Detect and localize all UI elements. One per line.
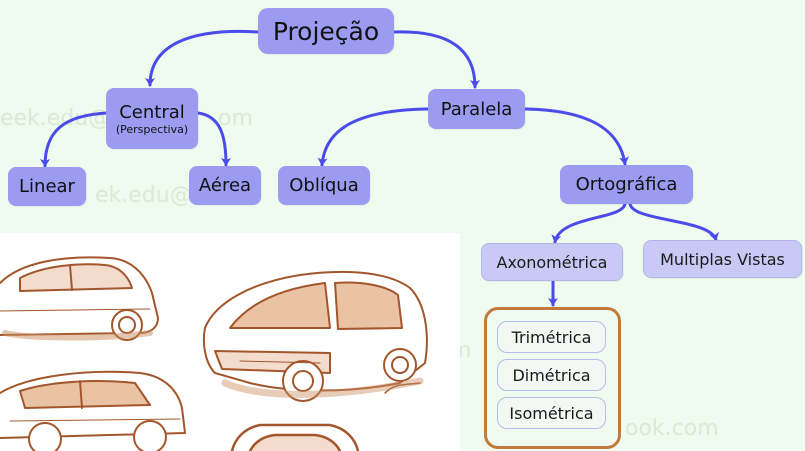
node-projecao: Projeção xyxy=(258,8,394,54)
node-multiplas-vistas-label: Multiplas Vistas xyxy=(660,249,785,269)
node-ortografica: Ortográfica xyxy=(560,165,693,204)
pill-dimetrica: Dimétrica xyxy=(497,359,606,391)
edge-paralela-ortografica xyxy=(523,107,629,166)
edge-central-aerea xyxy=(196,111,231,167)
car-sketch-side xyxy=(0,256,159,341)
watermark: ook.com xyxy=(625,416,719,441)
node-central-sublabel: (Perspectiva) xyxy=(115,122,189,136)
edge-ortografica-axonometrica xyxy=(551,201,627,244)
node-axonometrica: Axonométrica xyxy=(481,243,623,281)
pill-isometrica-label: Isométrica xyxy=(509,403,594,423)
node-axonometrica-label: Axonométrica xyxy=(496,252,608,272)
car-sketch-front xyxy=(230,423,360,451)
pill-trimetrica: Trimétrica xyxy=(497,321,606,353)
node-aerea-label: Aérea xyxy=(198,175,252,196)
edge-central-linear xyxy=(40,111,110,168)
edge-projecao-paralela xyxy=(392,30,480,89)
pill-trimetrica-label: Trimétrica xyxy=(511,327,592,347)
pill-isometrica: Isométrica xyxy=(497,397,606,429)
node-projecao-label: Projeção xyxy=(272,16,380,46)
node-central: Central (Perspectiva) xyxy=(106,88,198,149)
pill-dimetrica-label: Dimétrica xyxy=(512,365,591,385)
node-multiplas-vistas: Multiplas Vistas xyxy=(643,240,802,278)
car-sketch-lower xyxy=(0,370,186,451)
node-obliqua: Oblíqua xyxy=(278,166,370,205)
node-linear: Linear xyxy=(8,167,86,206)
node-central-label: Central xyxy=(119,101,185,123)
watermark: eek.edu@ xyxy=(0,106,111,131)
node-obliqua-label: Oblíqua xyxy=(289,175,359,196)
edge-ortografica-multiplas xyxy=(628,201,719,242)
node-ortografica-label: Ortográfica xyxy=(575,174,678,195)
car-sketch-image xyxy=(0,233,460,451)
car-sketch-perspective xyxy=(202,270,428,402)
edge-projecao-central xyxy=(145,29,260,87)
node-linear-label: Linear xyxy=(19,176,75,197)
node-paralela: Paralela xyxy=(428,89,525,129)
watermark: ek.edu@o xyxy=(95,183,206,208)
node-paralela-label: Paralela xyxy=(440,98,513,120)
watermark: om xyxy=(218,106,253,131)
node-aerea: Aérea xyxy=(189,166,261,205)
edge-paralela-obliqua xyxy=(317,107,430,167)
